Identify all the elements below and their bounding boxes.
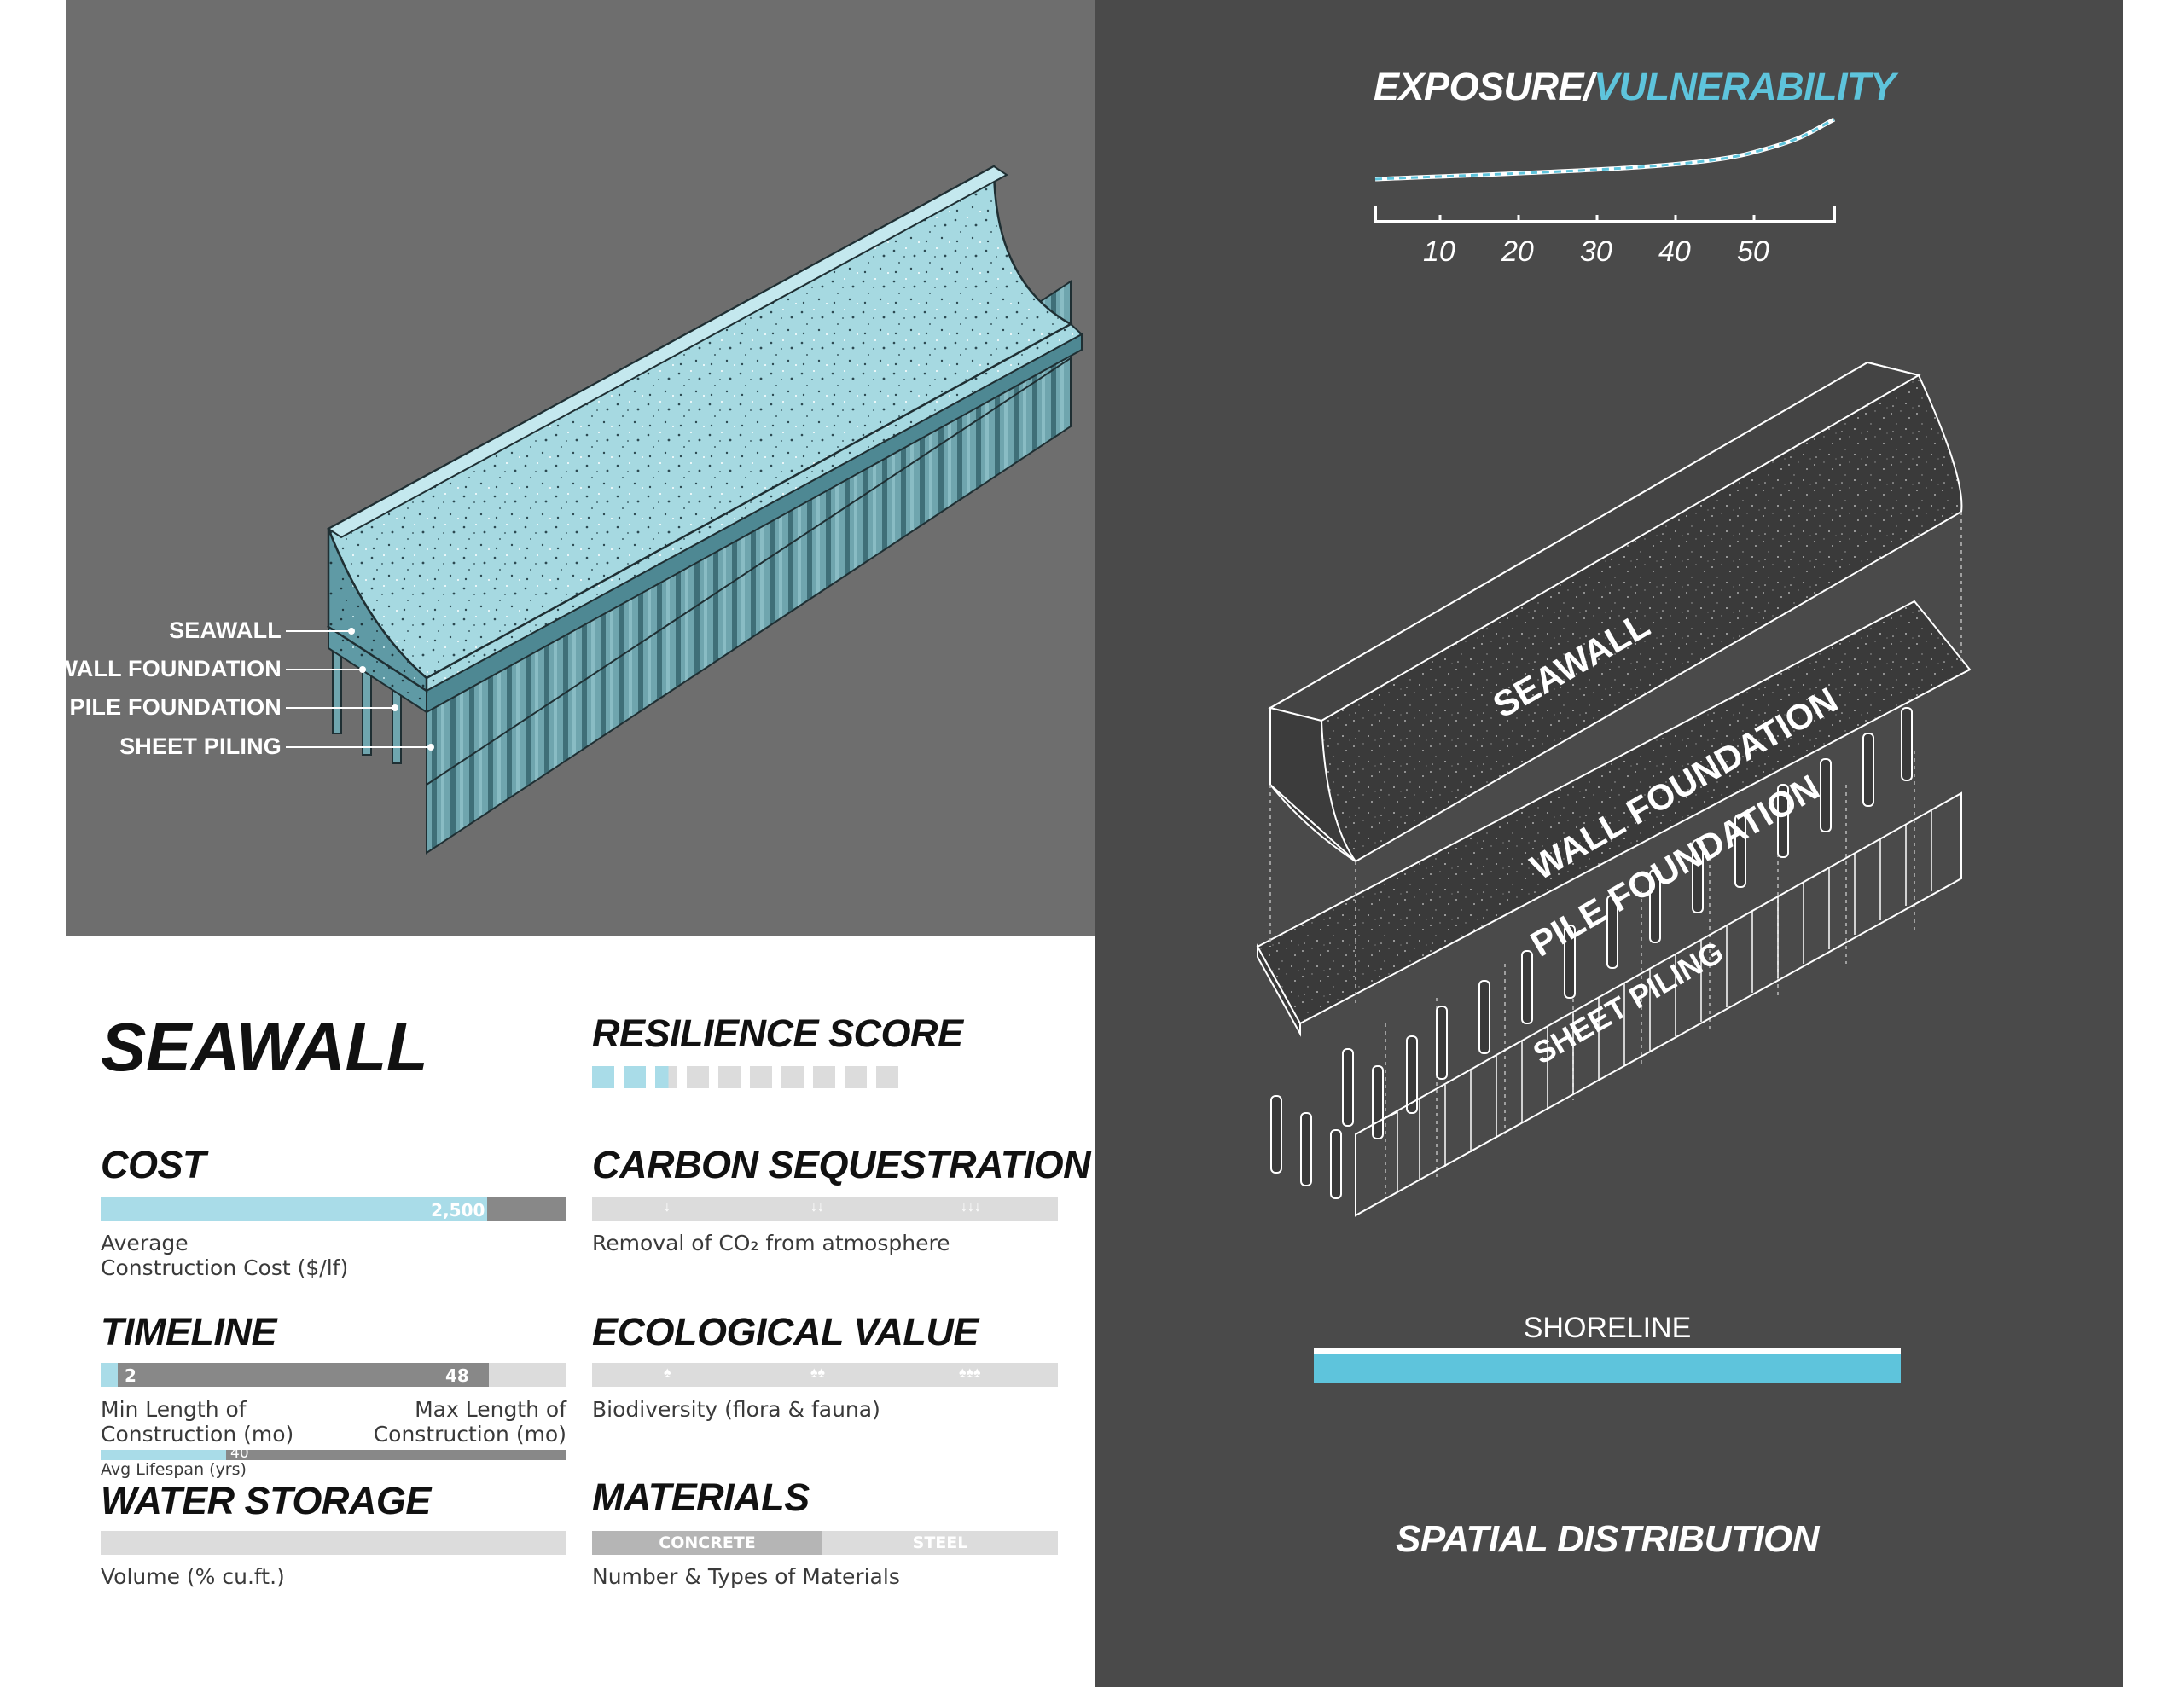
timeline-min-fill: [101, 1363, 118, 1387]
timeline-min-caption-line1: Min Length of: [101, 1397, 247, 1422]
cost-caption-line1: Average: [101, 1231, 189, 1255]
lifespan-label: 40: [230, 1445, 249, 1462]
timeline-max-caption-line2: Construction (mo): [373, 1422, 566, 1446]
exposure-title-part2: VULNERABILITY: [1594, 65, 1896, 108]
resilience-square: [655, 1066, 677, 1088]
lifespan-bar: 40: [101, 1445, 566, 1462]
resilience-square: [624, 1066, 646, 1088]
cost-heading: COST: [101, 1143, 206, 1186]
material-steel-label: STEEL: [912, 1533, 968, 1552]
cost-caption-line2: Construction Cost ($/lf): [101, 1255, 349, 1280]
ecological-heading: ECOLOGICAL VALUE: [592, 1310, 979, 1354]
ecological-bar: ♠ ♠♠ ♠♠♠: [592, 1363, 1058, 1387]
tree-high-icon: ♠♠♠: [959, 1365, 981, 1380]
exposure-chart: [1374, 117, 1836, 223]
exposure-tick-10: 10: [1423, 235, 1455, 268]
shoreline-water-bar: [1314, 1354, 1901, 1383]
carbon-heading: CARBON SEQUESTRATION: [592, 1143, 1091, 1186]
water-storage-heading: WATER STORAGE: [101, 1479, 431, 1522]
exposure-tick-30: 30: [1580, 235, 1612, 268]
exposure-tick-20: 20: [1502, 235, 1534, 268]
tree-medium-icon: ♠♠: [810, 1365, 825, 1380]
cost-bar: 2,500: [101, 1197, 566, 1221]
timeline-max-label: 48: [445, 1365, 469, 1386]
resilience-square: [876, 1066, 898, 1088]
material-concrete-segment: CONCRETE: [592, 1531, 822, 1555]
resilience-heading: RESILIENCE SCORE: [592, 1012, 963, 1055]
callout-sheet-piling: SHEET PILING: [119, 733, 282, 759]
cost-value-label: 2,500: [431, 1200, 485, 1220]
carbon-low-icon: ↓: [664, 1200, 671, 1215]
materials-caption: Number & Types of Materials: [592, 1564, 900, 1589]
timeline-min-label: 2: [125, 1365, 136, 1386]
ecological-caption: Biodiversity (flora & fauna): [592, 1397, 880, 1422]
resilience-square: [592, 1066, 614, 1088]
carbon-high-icon: ↓↓↓: [961, 1200, 981, 1215]
resilience-square: [718, 1066, 741, 1088]
exposure-tick-50: 50: [1737, 235, 1769, 268]
timeline-min-caption-line2: Construction (mo): [101, 1422, 294, 1446]
exposure-title: EXPOSURE/VULNERABILITY: [1374, 65, 1896, 109]
metrics-panel: [66, 936, 1095, 1687]
water-storage-caption: Volume (% cu.ft.): [101, 1564, 285, 1589]
timeline-heading: TIMELINE: [101, 1310, 277, 1354]
page-title: SEAWALL: [101, 1009, 428, 1085]
timeline-max-caption-line1: Max Length of: [415, 1397, 566, 1422]
lifespan-fill: [101, 1450, 226, 1460]
material-concrete-label: CONCRETE: [659, 1533, 756, 1552]
carbon-bar: ↓ ↓↓ ↓↓↓: [592, 1197, 1058, 1221]
tree-low-icon: ♠: [664, 1365, 671, 1380]
timeline-bar: 2 48: [101, 1363, 566, 1387]
spatial-distribution-title: SPATIAL DISTRIBUTION: [1396, 1518, 1820, 1560]
resilience-square: [813, 1066, 835, 1088]
carbon-caption: Removal of CO₂ from atmosphere: [592, 1231, 950, 1255]
shoreline-line: [1314, 1348, 1901, 1354]
lifespan-caption: Avg Lifespan (yrs): [101, 1460, 247, 1479]
resilience-square: [845, 1066, 867, 1088]
resilience-square: [687, 1066, 709, 1088]
callout-wall-foundation: WALL FOUNDATION: [55, 656, 282, 681]
timeline-range-fill: [118, 1363, 489, 1387]
materials-bar: CONCRETE STEEL: [592, 1531, 1058, 1555]
callout-seawall: SEAWALL: [169, 617, 282, 643]
shoreline-label: SHORELINE: [1523, 1312, 1692, 1344]
callout-pile-foundation: PILE FOUNDATION: [69, 694, 282, 720]
exploded-seawall-drawing: [1256, 361, 1972, 1217]
carbon-medium-icon: ↓↓: [810, 1200, 824, 1215]
exposure-tick-40: 40: [1658, 235, 1691, 268]
resilience-score-squares: [592, 1066, 908, 1088]
seawall-isometric-drawing: [286, 164, 1083, 855]
resilience-square: [781, 1066, 804, 1088]
water-storage-bar: [101, 1531, 566, 1555]
resilience-square: [750, 1066, 772, 1088]
exposure-title-part1: EXPOSURE/: [1374, 65, 1594, 108]
materials-heading: MATERIALS: [592, 1475, 810, 1519]
cost-bar-fill: [101, 1197, 488, 1221]
